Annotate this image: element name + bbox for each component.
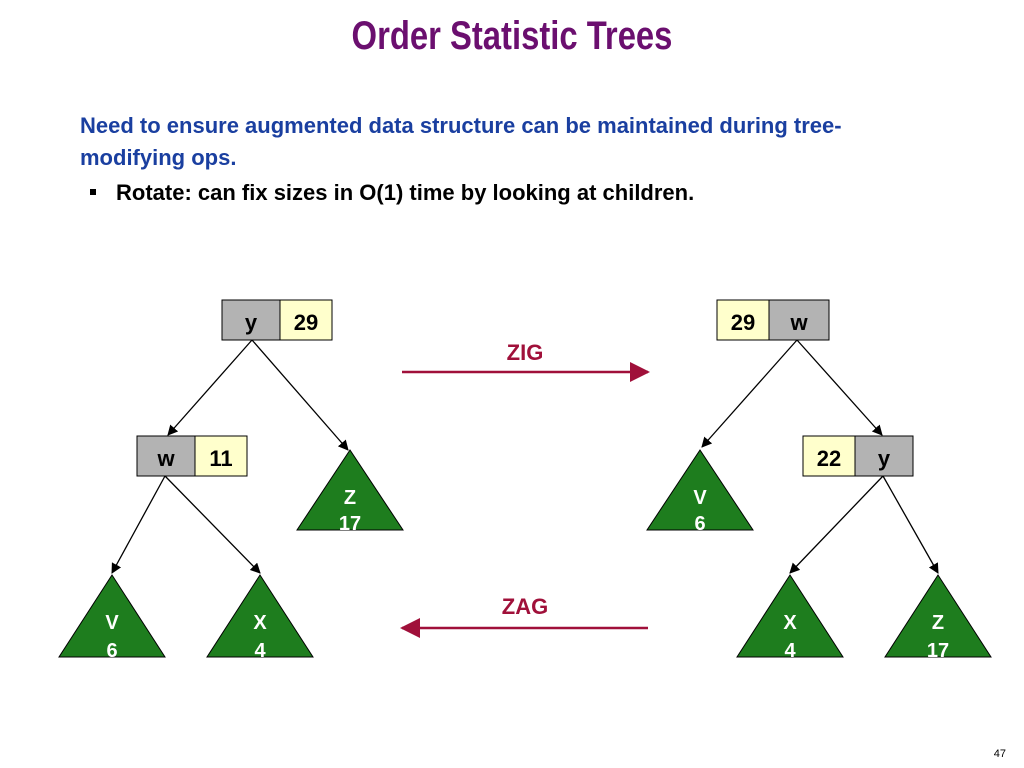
left-subtree-v-name: V [105,612,119,634]
right-subtree-z-name: Z [932,612,944,634]
right-root-key-cell [768,299,830,341]
left-subtree-x-name: X [253,612,267,634]
right-subtree-z-size: 17 [927,640,949,662]
left-child-size: 11 [209,446,232,471]
right-root-size: 29 [731,310,755,335]
bullet-square-icon [90,189,96,196]
edge-right-y-to-z [882,475,939,574]
right-subtree-v-name: V [693,487,707,509]
right-child-key-cell [854,435,914,477]
left-subtree-v: V 6 [58,574,166,662]
right-child-size: 22 [817,446,841,471]
left-subtree-v-triangle [58,574,166,658]
left-child-size-cell [194,435,248,477]
left-subtree-z-name: Z [344,487,356,509]
left-subtree-x-triangle [206,574,314,658]
edge-right-y-to-x [789,475,884,574]
left-child-key: w [156,446,175,471]
zag-label: ZAG [502,594,548,619]
right-subtree-x-size: 4 [784,640,796,662]
right-subtree-x: X 4 [736,574,844,662]
right-root-key: w [789,310,808,335]
left-subtree-z-size: 17 [339,513,361,535]
right-subtree-z: Z 17 [884,574,992,662]
right-subtree-v-triangle [646,449,754,531]
left-subtree-z-triangle [296,449,404,531]
right-subtree-x-name: X [783,612,797,634]
right-subtree-v: V 6 [646,449,754,535]
edge-left-root-to-z [251,339,349,451]
left-subtree-x: X 4 [206,574,314,662]
edge-left-w-to-v [111,475,166,574]
right-root-node: 29 w [716,299,830,341]
bullet-item: Rotate: can fix sizes in O(1) time by lo… [90,178,950,208]
right-subtree-v-size: 6 [694,513,705,535]
right-child-key: y [878,446,891,471]
edge-right-root-to-y [796,339,883,436]
right-subtree-z-triangle [884,574,992,658]
left-root-node: y 29 [221,299,333,341]
left-child-node: w 11 [136,435,248,477]
right-child-node: 22 y [802,435,914,477]
edge-right-root-to-v [701,339,798,448]
left-subtree-v-size: 6 [106,640,117,662]
page-number: 47 [993,748,1006,760]
edge-left-w-to-x [164,475,261,574]
zig-label: ZIG [507,340,544,365]
zag-arrow-group: ZAG [400,594,648,638]
left-subtree-z: Z 17 [296,449,404,535]
intro-text: Need to ensure augmented data structure … [80,113,842,170]
left-subtree-x-size: 4 [254,640,266,662]
left-root-key-cell [221,299,281,341]
right-child-size-cell [802,435,856,477]
bullet-text: Rotate: can fix sizes in O(1) time by lo… [116,180,695,205]
zig-arrow-group: ZIG [402,340,650,382]
right-subtree-x-triangle [736,574,844,658]
slide-title: Order Statistic Trees [351,14,673,58]
left-root-key: y [245,310,258,335]
edge-left-root-to-w [167,339,253,436]
right-root-size-cell [716,299,770,341]
left-root-size-cell [279,299,333,341]
left-root-size: 29 [294,310,318,335]
